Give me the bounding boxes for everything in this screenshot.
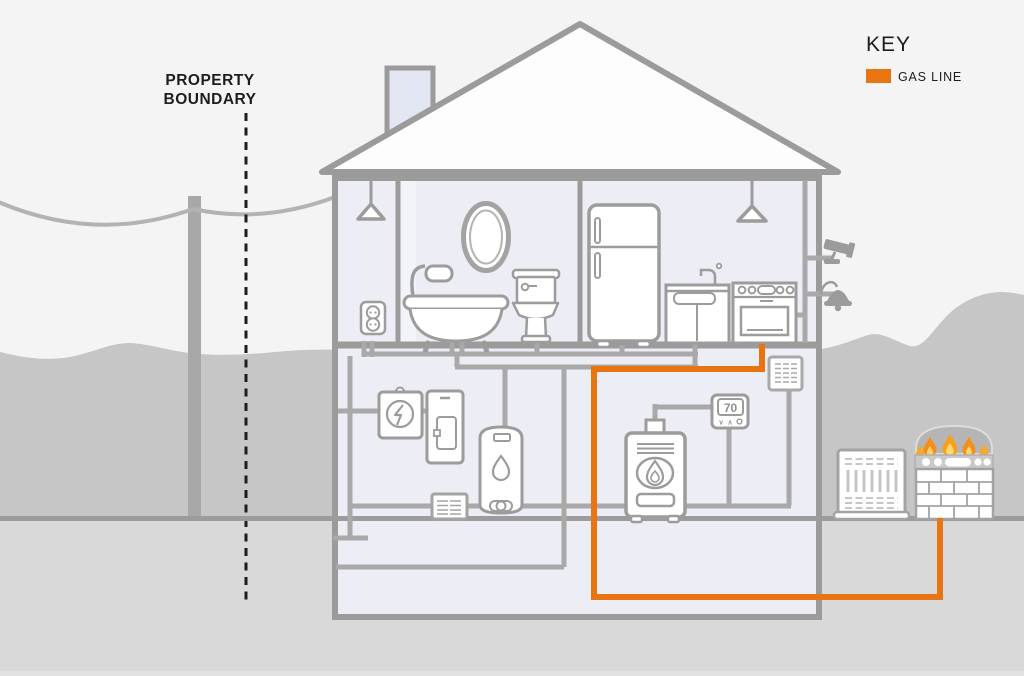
grill-burner-strip bbox=[914, 454, 994, 470]
property-boundary-line1: PROPERTY bbox=[165, 72, 254, 89]
mirror bbox=[461, 201, 511, 273]
power-outlet bbox=[359, 300, 387, 336]
legend-gas-line-label: GAS LINE bbox=[898, 70, 962, 84]
bathtub-with-shower bbox=[402, 264, 510, 353]
shower-head bbox=[424, 264, 454, 283]
grill-brick-base bbox=[914, 467, 995, 521]
gas-furnace bbox=[624, 418, 687, 524]
refrigerator bbox=[587, 203, 661, 349]
gas-line bbox=[591, 344, 943, 600]
water-heater bbox=[478, 425, 524, 515]
security-camera bbox=[823, 239, 856, 264]
faucet bbox=[699, 268, 717, 289]
toilet bbox=[511, 268, 561, 344]
ground-line bbox=[0, 516, 1024, 521]
ac-unit bbox=[832, 448, 911, 521]
service-pipes bbox=[333, 341, 428, 541]
pendant-light-kitchen bbox=[736, 180, 768, 223]
property-boundary-line2: BOUNDARY bbox=[164, 91, 257, 108]
tub-rim bbox=[402, 294, 510, 311]
roof bbox=[319, 21, 841, 175]
thermostat-up-button: ∧ bbox=[727, 420, 732, 427]
breaker-panel bbox=[425, 389, 465, 465]
floor-vent bbox=[430, 492, 469, 521]
shower-arm bbox=[410, 264, 426, 297]
hvac-pipes bbox=[348, 390, 792, 509]
legend-title: KEY bbox=[866, 33, 911, 56]
kitchen-sink-cabinet bbox=[664, 262, 731, 345]
gas-range bbox=[731, 281, 798, 345]
legend: KEY GAS LINE bbox=[866, 33, 962, 84]
thermostat-power-button bbox=[736, 418, 743, 425]
wall-light bbox=[819, 280, 852, 312]
thermostat-down-button: ∨ bbox=[718, 420, 723, 427]
tub-body bbox=[408, 308, 504, 343]
ground-bottom-strip bbox=[0, 671, 1024, 676]
electric-meter bbox=[377, 386, 424, 440]
flame-icon bbox=[491, 454, 511, 482]
thermostat-reading: 70 bbox=[724, 401, 738, 415]
pendant-light-bath bbox=[356, 180, 386, 221]
wall-vent bbox=[767, 355, 804, 392]
drain-pipes bbox=[362, 338, 698, 357]
gas-line-swatch bbox=[866, 69, 891, 83]
water-pipes bbox=[336, 354, 698, 570]
gas-grill bbox=[914, 424, 995, 521]
pipe-network bbox=[333, 180, 833, 570]
utility-pole bbox=[188, 196, 201, 517]
hill-left bbox=[0, 343, 360, 521]
thermostat: 70 ∨ ∧ bbox=[710, 393, 750, 430]
property-boundary-label: PROPERTY BOUNDARY bbox=[164, 72, 257, 108]
power-lines bbox=[0, 195, 336, 227]
